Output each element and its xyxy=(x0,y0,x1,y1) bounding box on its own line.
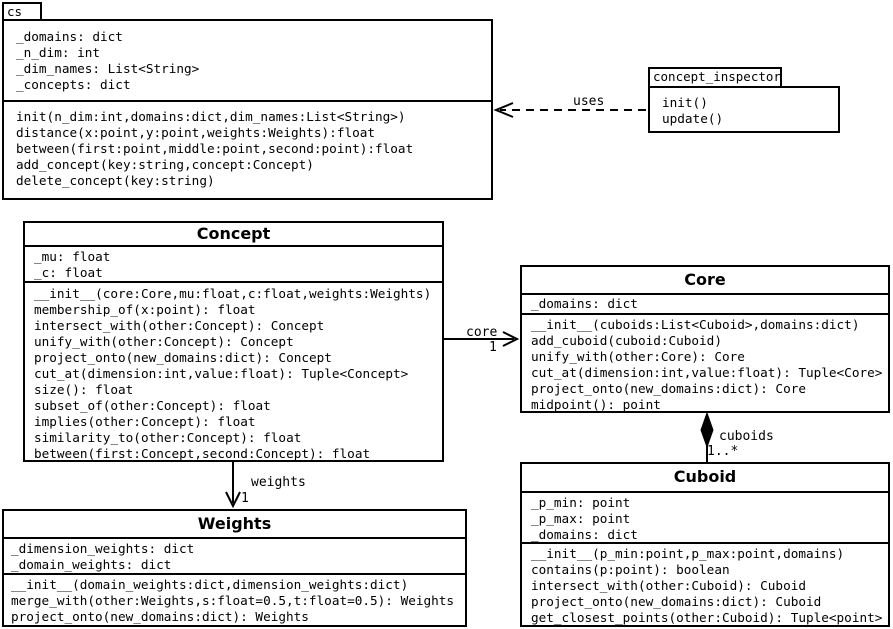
class-box-weights: Weights _dimension_weights: dict_domain_… xyxy=(2,509,467,627)
method-line: add_cuboid(cuboid:Cuboid) xyxy=(531,333,722,348)
method-line: distance(x:point,y:point,weights:Weights… xyxy=(16,125,376,140)
method-line: project_onto(new_domains:dict): Weights xyxy=(11,609,309,624)
package-concept-inspector-box: init()update() xyxy=(648,86,840,133)
method-line: __init__(core:Core,mu:float,c:float,weig… xyxy=(34,286,432,301)
attribute-line: _dimension_weights: dict xyxy=(11,541,195,556)
core-attributes-compartment: _domains: dict xyxy=(522,295,888,315)
weights-label: weights xyxy=(251,475,306,490)
method-line: unify_with(other:Core): Core xyxy=(531,349,745,364)
attribute-line: _c: float xyxy=(34,265,103,280)
package-cs-methods-compartment: init(n_dim:int,domains:dict,dim_names:Li… xyxy=(4,102,491,198)
class-box-cuboid: Cuboid _p_min: point_p_max: point_domain… xyxy=(520,462,890,627)
attribute-line: _p_min: point xyxy=(531,495,631,510)
core-multiplicity: 1 xyxy=(489,340,497,355)
method-line: unify_with(other:Concept): Concept xyxy=(34,334,294,349)
attribute-line: _dim_names: List<String> xyxy=(16,61,200,76)
class-title-cuboid: Cuboid xyxy=(522,464,888,493)
concept-methods-compartment: __init__(core:Core,mu:float,c:float,weig… xyxy=(25,283,442,460)
method-line: __init__(p_min:point,p_max:point,domains… xyxy=(531,546,845,561)
class-title-concept: Concept xyxy=(25,223,442,247)
cuboid-methods-compartment: __init__(p_min:point,p_max:point,domains… xyxy=(522,544,888,625)
cuboids-multiplicity: 1..* xyxy=(707,444,739,459)
attribute-line: _concepts: dict xyxy=(16,77,131,92)
method-line: similarity_to(other:Concept): float xyxy=(34,430,302,445)
method-line: implies(other:Concept): float xyxy=(34,414,256,429)
method-line: project_onto(new_domains:dict): Concept xyxy=(34,350,332,365)
method-line: intersect_with(other:Concept): Concept xyxy=(34,318,325,333)
attribute-line: _domains: dict xyxy=(16,29,123,44)
method-line: init() xyxy=(662,95,708,110)
weights-attributes-compartment: _dimension_weights: dict_domain_weights:… xyxy=(4,539,465,575)
method-line: merge_with(other:Weights,s:float=0.5,t:f… xyxy=(11,593,455,608)
attribute-line: _domain_weights: dict xyxy=(11,557,172,572)
uses-arrowhead-icon xyxy=(493,102,514,118)
method-line: project_onto(new_domains:dict): Core xyxy=(531,381,806,396)
method-line: cut_at(dimension:int,value:float): Tuple… xyxy=(34,366,409,381)
core-arrowhead-icon xyxy=(502,331,520,347)
method-line: update() xyxy=(662,111,724,126)
cuboids-label: cuboids xyxy=(719,429,774,444)
method-line: delete_concept(key:string) xyxy=(16,173,215,188)
method-line: init(n_dim:int,domains:dict,dim_names:Li… xyxy=(16,109,406,124)
package-cs-box: _domains: dict_n_dim: int_dim_names: Lis… xyxy=(2,19,493,200)
weights-multiplicity: 1 xyxy=(241,491,249,506)
class-box-core: Core _domains: dict __init__(cuboids:Lis… xyxy=(520,265,890,413)
class-title-weights: Weights xyxy=(4,511,465,539)
concept-attributes-compartment: _mu: float_c: float xyxy=(25,247,442,283)
method-line: __init__(domain_weights:dict,dimension_w… xyxy=(11,577,409,592)
weights-arrowhead-icon xyxy=(225,491,241,509)
method-line: add_concept(key:string,concept:Concept) xyxy=(16,157,314,172)
method-line: __init__(cuboids:List<Cuboid>,domains:di… xyxy=(531,317,860,332)
attribute-line: _n_dim: int xyxy=(16,45,101,60)
package-concept-inspector-methods-compartment: init()update() xyxy=(650,88,838,131)
method-line: midpoint(): point xyxy=(531,397,661,411)
composition-diamond-icon xyxy=(700,411,714,449)
core-methods-compartment: __init__(cuboids:List<Cuboid>,domains:di… xyxy=(522,315,888,411)
method-line: between(first:point,middle:point,second:… xyxy=(16,141,414,156)
attribute-line: _domains: dict xyxy=(531,527,638,542)
uses-label: uses xyxy=(573,94,605,109)
core-label: core xyxy=(466,325,498,340)
attribute-line: _mu: float xyxy=(34,249,111,264)
method-line: cut_at(dimension:int,value:float): Tuple… xyxy=(531,365,883,380)
attribute-line: _p_max: point xyxy=(531,511,631,526)
method-line: subset_of(other:Concept): float xyxy=(34,398,271,413)
package-cs-attributes-compartment: _domains: dict_n_dim: int_dim_names: Lis… xyxy=(4,21,491,102)
method-line: contains(p:point): boolean xyxy=(531,562,730,577)
method-line: between(first:Concept,second:Concept): f… xyxy=(34,446,371,460)
package-concept-inspector-tab: concept_inspector xyxy=(648,67,782,88)
cuboid-attributes-compartment: _p_min: point_p_max: point_domains: dict xyxy=(522,493,888,544)
method-line: membership_of(x:point): float xyxy=(34,302,256,317)
method-line: size(): float xyxy=(34,382,134,397)
class-title-core: Core xyxy=(522,267,888,295)
method-line: intersect_with(other:Cuboid): Cuboid xyxy=(531,578,806,593)
method-line: project_onto(new_domains:dict): Cuboid xyxy=(531,594,822,609)
attribute-line: _domains: dict xyxy=(531,296,638,311)
method-line: get_closest_points(other:Cuboid): Tuple<… xyxy=(531,610,883,625)
class-box-concept: Concept _mu: float_c: float __init__(cor… xyxy=(23,221,444,462)
package-cs-tab: cs xyxy=(2,2,42,21)
weights-methods-compartment: __init__(domain_weights:dict,dimension_w… xyxy=(4,575,465,625)
